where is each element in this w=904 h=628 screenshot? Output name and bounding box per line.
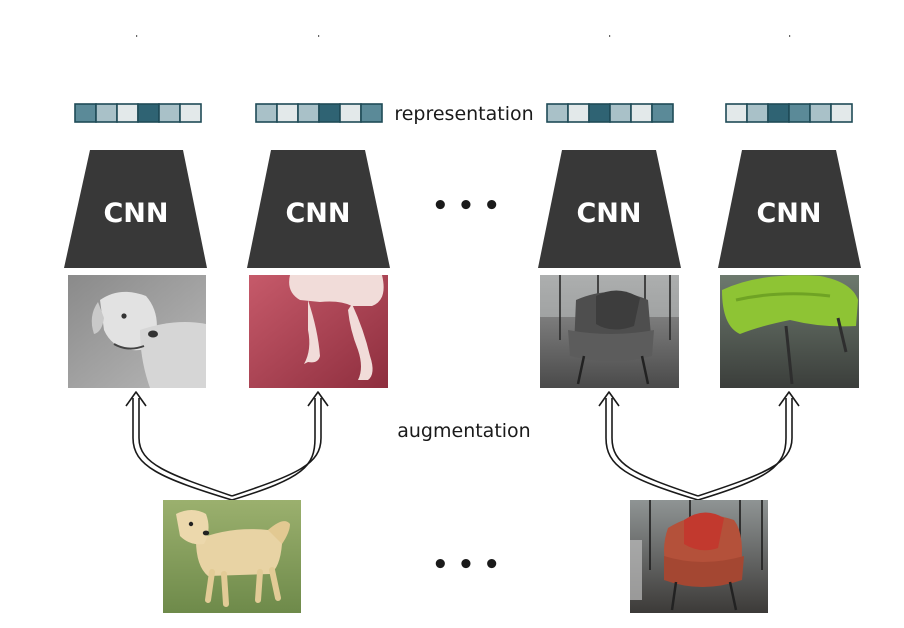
cnn-trapezoid	[538, 150, 681, 268]
representation-cell	[809, 103, 832, 123]
representation-cell	[725, 103, 748, 123]
cnn-trapezoid	[64, 150, 207, 268]
cnn-encoder-2: CNN	[247, 150, 390, 268]
representation-cell	[116, 103, 139, 123]
cnn-trapezoid	[247, 150, 390, 268]
cnn-encoder-1: CNN	[64, 150, 207, 268]
cnn-label: CNN	[285, 198, 350, 229]
representation-vector-1	[74, 103, 202, 123]
representation-cell	[297, 103, 320, 123]
representation-cell	[276, 103, 299, 123]
representation-cell	[546, 103, 569, 123]
representation-cell	[830, 103, 853, 123]
representation-cell	[767, 103, 790, 123]
representation-cell	[318, 103, 341, 123]
arrow-to-chair-gray	[605, 398, 699, 501]
representation-cell	[339, 103, 362, 123]
chair-green-tint-crop-image	[720, 275, 859, 388]
arrow-to-dog-gray	[132, 398, 233, 501]
representation-cell	[255, 103, 278, 123]
representation-label: representation	[394, 103, 533, 125]
representation-cell	[179, 103, 202, 123]
representation-cell	[588, 103, 611, 123]
ellipsis-bottom: • • •	[432, 550, 500, 580]
dog-grayscale-crop-image	[68, 275, 206, 388]
augmentation-label: augmentation	[397, 420, 530, 442]
representation-cell	[567, 103, 590, 123]
representation-cell	[74, 103, 97, 123]
representation-cell	[788, 103, 811, 123]
representation-vectors	[74, 103, 853, 123]
augmentation-arrows	[125, 391, 800, 501]
cnn-encoder-4: CNN	[718, 150, 861, 268]
representation-cell	[95, 103, 118, 123]
arrow-to-dog-red	[231, 398, 316, 501]
representation-cell	[609, 103, 632, 123]
dog-original-image	[163, 500, 301, 613]
dog-legs-red-tint-crop-image	[249, 275, 388, 388]
representation-vector-4	[725, 103, 853, 123]
arrow-to-chair-green	[697, 398, 787, 501]
representation-vector-2	[255, 103, 383, 123]
cnn-label: CNN	[756, 198, 821, 229]
representation-cell	[746, 103, 769, 123]
cnn-label: CNN	[576, 198, 641, 229]
top-tick-marks	[136, 35, 791, 37]
representation-cell	[630, 103, 653, 123]
chair-original-image	[630, 500, 768, 613]
representation-cell	[158, 103, 181, 123]
ellipsis-top: • • •	[432, 191, 500, 221]
cnn-label: CNN	[103, 198, 168, 229]
representation-vector-3	[546, 103, 674, 123]
representation-cell	[360, 103, 383, 123]
representation-cell	[137, 103, 160, 123]
cnn-encoder-3: CNN	[538, 150, 681, 268]
chair-grayscale-crop-image	[540, 275, 679, 388]
cnn-trapezoid	[718, 150, 861, 268]
representation-cell	[651, 103, 674, 123]
